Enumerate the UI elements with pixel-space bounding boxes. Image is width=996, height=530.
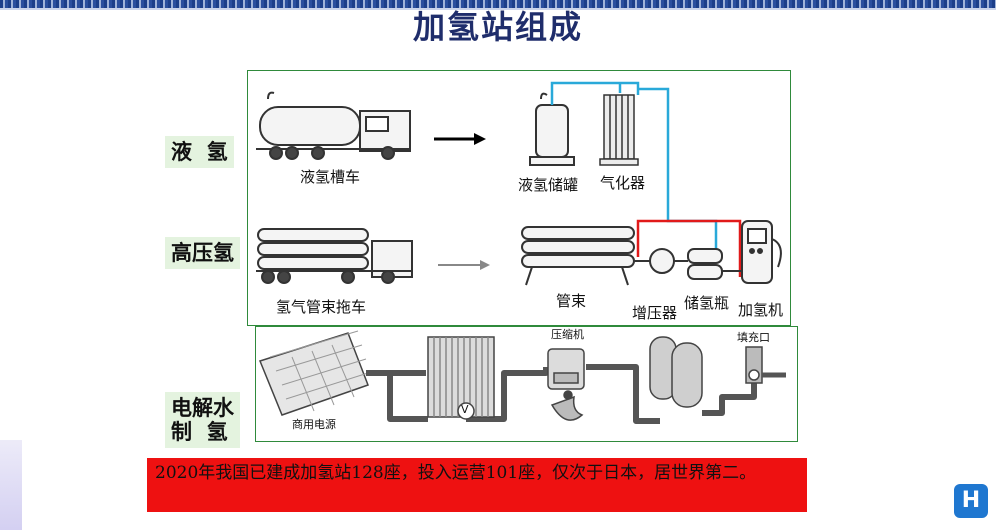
- caption-liquid-tanker: 液氢槽车: [300, 168, 361, 186]
- solar-panel: [258, 330, 369, 416]
- caption-dispenser: 加氢机: [738, 301, 784, 319]
- liquid-storage-tank: [529, 92, 575, 166]
- lower-diagram-panel: [255, 326, 798, 442]
- page-title: 加氢站组成: [412, 8, 583, 46]
- liquid-tanker-truck: [256, 91, 411, 160]
- vaporizer: [599, 94, 639, 166]
- caption-tube-trailer: 氢气管束拖车: [276, 298, 367, 316]
- label-high-pressure-hydrogen: 高压氢: [165, 237, 240, 269]
- brand-logo: H: [954, 484, 988, 518]
- caption-storage-bottle: 储氢瓶: [684, 294, 730, 312]
- caption-grid-power: 商用电源: [292, 418, 336, 431]
- caption-liquid-storage: 液氢储罐: [518, 176, 579, 194]
- label-electrolysis-hydrogen: 电解水 制 氢: [165, 392, 240, 448]
- red-pipe: [636, 219, 742, 277]
- top-divider: [0, 8, 996, 10]
- booster-compressor: [634, 248, 675, 274]
- dispenser: [722, 220, 782, 284]
- caption-vaporizer: 气化器: [600, 174, 646, 192]
- electrolysis-storage-tanks: [649, 336, 703, 408]
- label-liquid-hydrogen: 液 氢: [165, 136, 234, 168]
- top-decorative-band: [0, 0, 996, 8]
- tube-trailer: [256, 228, 413, 284]
- caption-fill-port: 填充口: [737, 331, 770, 344]
- upper-diagram-drawing: [256, 81, 782, 286]
- storage-bottles: [674, 248, 723, 280]
- electrolysis-compressor: [547, 348, 585, 421]
- lower-diagram-drawing: [258, 330, 786, 424]
- caption-compressor-small: 压缩机: [551, 328, 584, 341]
- hp-flow-arrowhead: [480, 260, 490, 270]
- tube-bundle: [521, 226, 635, 286]
- upper-diagram-panel: [247, 70, 791, 326]
- caption-voltmeter: V: [461, 403, 469, 416]
- caption-tube-bundle: 管束: [556, 292, 587, 310]
- voltmeter-icon: [457, 402, 475, 420]
- liquid-flow-arrowhead: [474, 133, 486, 145]
- main-pipeline: [366, 364, 757, 424]
- statistics-note: 2020年我国已建成加氢站128座，投入运营101座，仅次于日本，居世界第二。: [147, 458, 807, 512]
- side-decoration: [0, 440, 22, 530]
- caption-compressor: 增压器: [632, 304, 678, 322]
- fill-port: [745, 346, 786, 384]
